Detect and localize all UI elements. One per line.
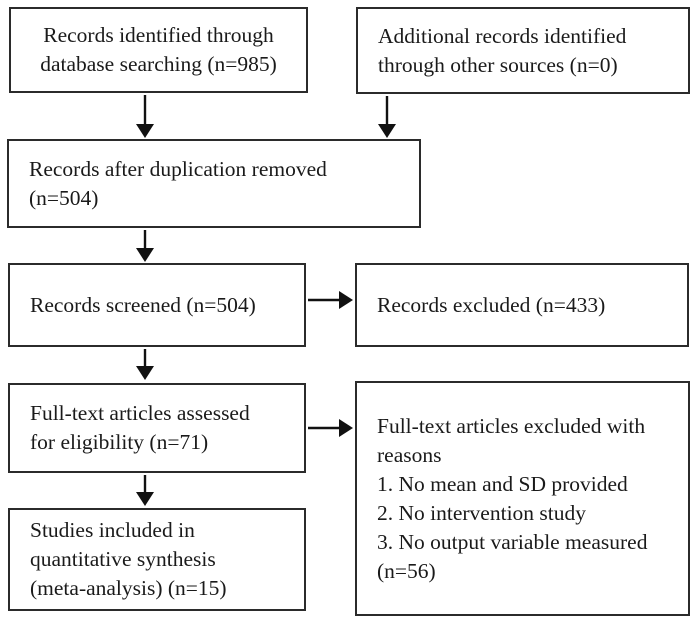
arrow-screened-to-assessed [136, 349, 154, 380]
arrow-duplication-to-screened [136, 230, 154, 262]
box-records-screened: Records screened (n=504) [8, 263, 306, 347]
box-fulltext-assessed: Full-text articles assessed for eligibil… [8, 383, 306, 473]
arrow-additional-to-duplication [378, 96, 396, 138]
box-records-identified: Records identified through database sear… [9, 7, 308, 93]
box-additional-records: Additional records identified through ot… [356, 7, 690, 94]
arrow-screened-to-excluded [308, 291, 353, 309]
box-records-after-duplication: Records after duplication removed (n=504… [7, 139, 421, 228]
box-studies-included: Studies included in quantitative synthes… [8, 508, 306, 611]
arrow-identified-to-duplication [136, 95, 154, 138]
box-records-excluded: Records excluded (n=433) [355, 263, 689, 347]
arrow-assessed-to-included [136, 475, 154, 506]
box-fulltext-excluded: Full-text articles excluded with reasons… [355, 381, 690, 616]
arrow-assessed-to-ft-excluded [308, 419, 353, 437]
